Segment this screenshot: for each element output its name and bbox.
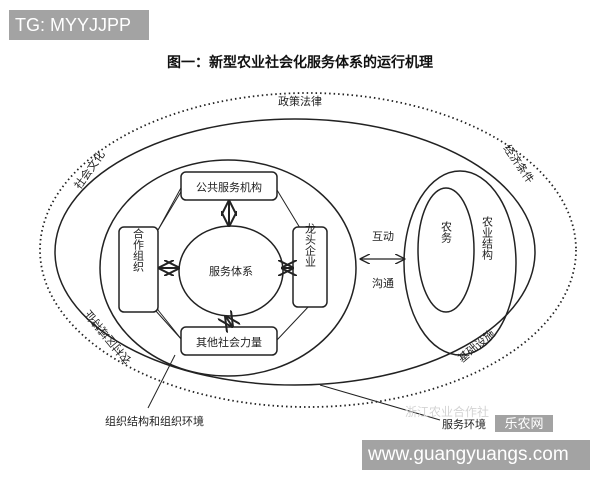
watermark-site: www.guangyuangs.com bbox=[362, 440, 590, 470]
node-right: 龙头企业 bbox=[304, 223, 317, 267]
callout-right: 服务环境 bbox=[442, 417, 486, 431]
faint-watermark: 浙江农业合作社 bbox=[405, 404, 489, 419]
farm-inner: 农务 bbox=[440, 220, 453, 243]
label-economic-conditions: 经济条件 bbox=[501, 142, 538, 186]
node-bottom: 其他社会力量 bbox=[196, 335, 262, 349]
outer-environment-dotted bbox=[39, 92, 577, 408]
label-policy-law: 政策法律 bbox=[278, 94, 322, 108]
connector bbox=[276, 189, 301, 229]
label-social-culture: 社会文化 bbox=[71, 148, 108, 192]
label-rural-features: 农村区域特征 bbox=[81, 308, 134, 368]
callout-line-left bbox=[147, 354, 176, 409]
service-environment-ellipse bbox=[54, 118, 536, 386]
label-infrastructure: 基础设施 bbox=[456, 327, 498, 365]
watermark-tg: TG: MYYJJPP bbox=[9, 10, 149, 40]
link-top: 互动 bbox=[372, 230, 394, 243]
org-environment-ellipse bbox=[99, 159, 357, 377]
agri-structure-ellipse bbox=[403, 170, 517, 356]
connector bbox=[154, 309, 183, 341]
connector bbox=[276, 304, 311, 341]
arrow-bottom bbox=[226, 317, 232, 326]
callout-line-right bbox=[319, 384, 441, 421]
node-top: 公共服务机构 bbox=[196, 180, 262, 194]
diagram-title: 图一：新型农业社会化服务体系的运行机理 bbox=[167, 55, 433, 71]
watermark-brand: 乐农网 bbox=[495, 415, 553, 432]
callout-left: 组织结构和组织环境 bbox=[105, 414, 204, 428]
node-left: 合作组织 bbox=[132, 227, 145, 272]
agri-affairs-ellipse bbox=[417, 187, 475, 313]
link-bottom: 沟通 bbox=[372, 277, 394, 290]
farm-outer: 农业结构 bbox=[481, 215, 494, 261]
connector bbox=[157, 189, 183, 231]
node-center: 服务体系 bbox=[209, 264, 253, 278]
